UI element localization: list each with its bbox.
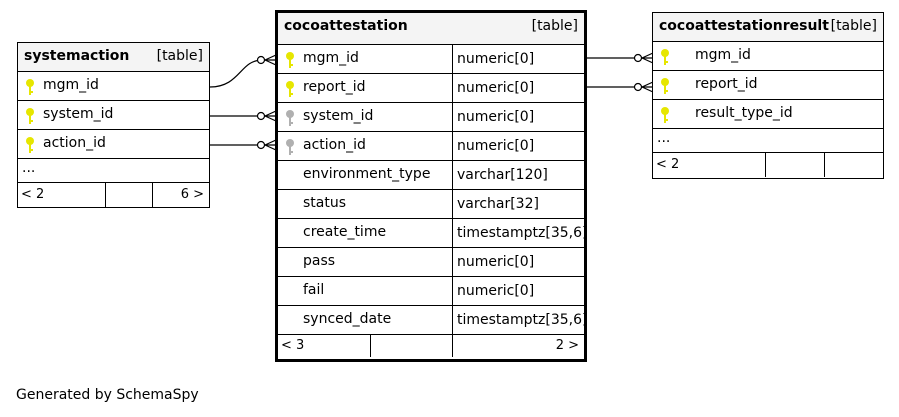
column-name: mgm_id <box>43 77 99 93</box>
column-name: action_id <box>43 135 106 151</box>
child-count[interactable] <box>824 153 883 177</box>
column-type: numeric[0] <box>452 74 584 102</box>
column-type: numeric[0] <box>452 45 584 73</box>
table-footer: < 3 2 > <box>278 335 584 357</box>
column-type: numeric[0] <box>452 277 584 305</box>
column-row-report-id: report_id <box>653 71 883 100</box>
foreign-key-icon <box>286 110 294 126</box>
more-columns-ellipsis: ... <box>653 129 883 153</box>
primary-key-icon <box>661 78 669 94</box>
primary-key-icon <box>286 52 294 68</box>
primary-key-icon <box>661 107 669 123</box>
child-count[interactable]: 2 > <box>452 335 584 357</box>
column-row-mgm-id: mgm_id numeric[0] <box>278 45 584 74</box>
column-row-action-id: action_id <box>18 130 209 159</box>
table-type: [table] <box>830 18 877 34</box>
column-type: numeric[0] <box>452 132 584 160</box>
cocoattestationresult-table[interactable]: cocoattestationresult [table] mgm_id rep… <box>652 12 884 179</box>
table-header: cocoattestation [table] <box>278 13 584 45</box>
column-name: action_id <box>303 137 366 153</box>
relation-mgm-id-link <box>209 59 276 88</box>
column-type: numeric[0] <box>452 103 584 131</box>
column-row-result-type-id: result_type_id <box>653 100 883 129</box>
column-type: varchar[32] <box>452 190 584 218</box>
child-count[interactable]: 6 > <box>152 183 209 207</box>
column-name: create_time <box>303 224 387 240</box>
table-header: cocoattestationresult [table] <box>653 13 883 42</box>
systemaction-table[interactable]: systemaction [table] mgm_id system_id ac… <box>17 42 210 208</box>
foreign-key-icon <box>286 139 294 155</box>
column-row-synced-date: synced_date timestamptz[35,6] <box>278 306 587 335</box>
column-name: mgm_id <box>303 50 359 66</box>
footer-spacer <box>765 153 824 177</box>
column-name: report_id <box>303 79 366 95</box>
column-name: result_type_id <box>695 105 793 121</box>
column-row-mgm-id: mgm_id <box>18 72 209 101</box>
table-type: [table] <box>531 18 578 34</box>
cocoattestation-table[interactable]: cocoattestation [table] mgm_id numeric[0]… <box>275 10 587 362</box>
table-name: cocoattestationresult <box>659 18 829 34</box>
column-type: numeric[0] <box>452 248 584 276</box>
column-row-environment-type: environment_type varchar[120] <box>278 161 584 190</box>
column-name: environment_type <box>303 166 431 182</box>
table-type: [table] <box>156 48 203 64</box>
column-row-action-id: action_id numeric[0] <box>278 132 584 161</box>
column-name: system_id <box>303 108 374 124</box>
column-name: pass <box>303 253 336 269</box>
parent-count[interactable]: < 2 <box>21 187 45 202</box>
primary-key-icon <box>661 49 669 65</box>
footer-spacer <box>370 335 452 357</box>
primary-key-icon <box>26 79 34 95</box>
column-row-pass: pass numeric[0] <box>278 248 584 277</box>
primary-key-icon <box>26 108 34 124</box>
parent-count[interactable]: < 3 <box>281 338 305 353</box>
column-row-create-time: create_time timestamptz[35,6] <box>278 219 587 248</box>
column-name: status <box>303 195 347 211</box>
primary-key-icon <box>286 81 294 97</box>
column-row-status: status varchar[32] <box>278 190 584 219</box>
crows-foot-markers <box>256 52 654 151</box>
generated-by-label: Generated by SchemaSpy <box>16 387 199 403</box>
table-name: systemaction <box>24 48 130 64</box>
more-columns-ellipsis: ... <box>18 159 209 183</box>
column-type: varchar[120] <box>452 161 584 189</box>
table-header: systemaction [table] <box>18 43 209 72</box>
column-name: synced_date <box>303 311 392 327</box>
table-footer: < 2 6 > <box>18 183 209 207</box>
parent-count[interactable]: < 2 <box>656 157 680 172</box>
column-row-system-id: system_id numeric[0] <box>278 103 584 132</box>
footer-spacer <box>105 183 152 207</box>
column-row-report-id: report_id numeric[0] <box>278 74 584 103</box>
column-type: timestamptz[35,6] <box>452 219 587 247</box>
table-name: cocoattestation <box>284 18 408 34</box>
table-footer: < 2 <box>653 153 883 177</box>
column-name: system_id <box>43 106 114 122</box>
column-row-system-id: system_id <box>18 101 209 130</box>
column-row-mgm-id: mgm_id <box>653 42 883 71</box>
column-name: fail <box>303 282 325 298</box>
column-row-fail: fail numeric[0] <box>278 277 584 306</box>
column-name: report_id <box>695 76 758 92</box>
primary-key-icon <box>26 137 34 153</box>
column-name: mgm_id <box>695 47 751 63</box>
column-type: timestamptz[35,6] <box>452 306 587 334</box>
